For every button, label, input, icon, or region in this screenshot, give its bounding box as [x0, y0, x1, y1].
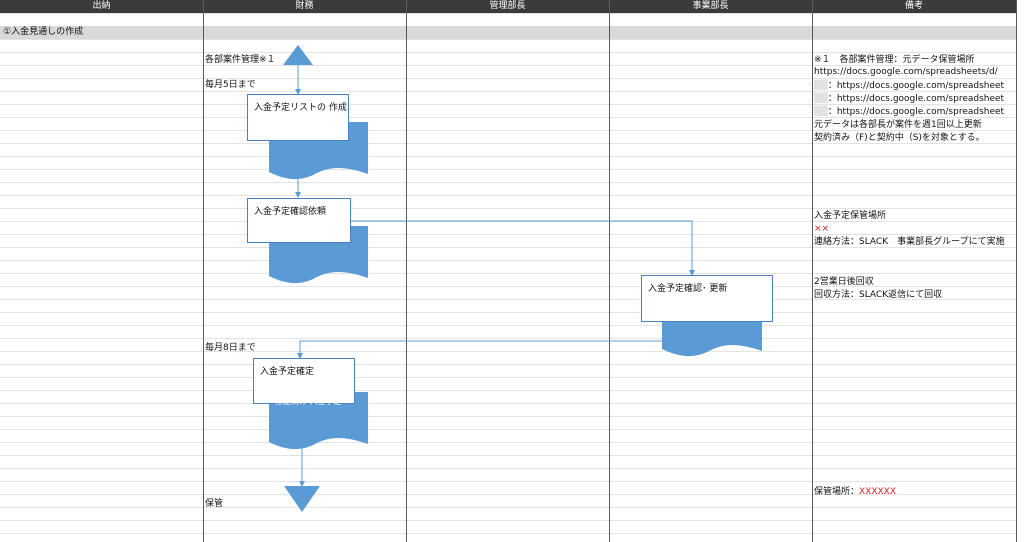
document-shape	[269, 392, 368, 450]
grid-row-line	[0, 169, 1016, 170]
note-text: 入金予定保管場所	[814, 211, 887, 221]
note-link-text: ：https://docs.google.com/spreadsheet	[827, 94, 1005, 104]
note-link-text: ：https://docs.google.com/spreadsheet	[827, 81, 1005, 91]
column-header-bar	[0, 0, 1016, 13]
note-storage: 保管場所：XXXXXX	[814, 486, 896, 498]
grid-row-line	[0, 468, 1016, 469]
deadline-label: 毎月8日まで	[205, 343, 256, 353]
grid-row-line	[0, 13, 1016, 14]
start-label: 各部案件管理※１	[205, 55, 276, 65]
column-header-finance[interactable]: 財務	[295, 1, 314, 11]
column-divider	[406, 0, 407, 542]
section-band	[0, 26, 1016, 39]
grid-row-line	[0, 364, 1016, 365]
grid-row-line	[0, 312, 1016, 313]
grid-row-line	[0, 286, 1016, 287]
column-header-notes[interactable]: 備考	[904, 1, 923, 11]
grid-row-line	[0, 351, 1016, 352]
note-text: 回収方法：SLACK返信にて回収	[814, 290, 943, 300]
process-box-division-confirm[interactable]: 入金予定確認･ 更新	[641, 275, 773, 322]
note-storage-label: 保管場所：	[814, 487, 860, 497]
column-divider	[812, 0, 813, 542]
deadline-label: 毎月5日まで	[205, 80, 256, 90]
grid-row-line	[0, 247, 1016, 248]
note-text: 元データは各部長が案件を週1回以上更新	[814, 120, 982, 130]
section-title[interactable]: ①入金見通しの作成	[3, 27, 84, 37]
grid-row-line	[0, 208, 1016, 209]
grid-row-line	[0, 377, 1016, 378]
grid-row-line	[0, 416, 1016, 417]
process-box-label: 入金予定確認依頼	[254, 207, 327, 217]
grid-row-line	[0, 299, 1016, 300]
column-header-admin-manager[interactable]: 管理部長	[489, 1, 526, 11]
grid-row-line	[0, 78, 1016, 79]
document-label: 入金予定リスト	[277, 233, 333, 242]
column-divider	[609, 0, 610, 542]
grid-row-line	[0, 39, 1016, 40]
grid-row-line	[0, 130, 1016, 131]
masked-text: ▒▒	[814, 107, 828, 117]
note-text: 2営業日後回収	[814, 277, 874, 287]
note-link[interactable]: ▒▒：https://docs.google.com/spreadsheet	[814, 93, 1004, 105]
grid-row-line	[0, 156, 1016, 157]
grid-row-line	[0, 455, 1016, 456]
grid-row-line	[0, 507, 1016, 508]
column-header-cashier[interactable]: 出納	[92, 1, 111, 11]
note-text: 連絡方法：SLACK 事業部長グループにて実施	[814, 237, 1005, 247]
document-label: 入金予定リスト	[277, 129, 333, 138]
grid-row-line	[0, 338, 1016, 339]
document-label: 修正済み 入金予定	[670, 306, 737, 315]
grid-row-line	[0, 65, 1016, 66]
column-divider	[203, 0, 204, 542]
grid-row-line	[0, 494, 1016, 495]
note-placeholder: ××	[814, 224, 830, 234]
grid-row-line	[0, 533, 1016, 534]
grid-row-line	[0, 260, 1016, 261]
note-storage-value: XXXXXX	[859, 487, 897, 497]
grid-row-line	[0, 442, 1016, 443]
end-label: 保管	[205, 499, 224, 509]
grid-row-line	[0, 104, 1016, 105]
note-link[interactable]: ▒▒：https://docs.google.com/spreadsheet	[814, 106, 1004, 118]
grid-row-line	[0, 195, 1016, 196]
process-box-create-list[interactable]: 入金予定リストの 作成	[247, 94, 349, 141]
grid-row-line	[0, 325, 1016, 326]
grid-row-line	[0, 481, 1016, 482]
process-box-finalize[interactable]: 入金予定確定	[253, 358, 355, 404]
end-triangle	[284, 486, 320, 512]
grid-row-line	[0, 117, 1016, 118]
start-triangle	[283, 45, 313, 65]
masked-text: ▒▒	[814, 81, 828, 91]
grid-row-line	[0, 390, 1016, 391]
column-divider	[1016, 0, 1017, 542]
grid-row-line	[0, 52, 1016, 53]
grid-row-line	[0, 234, 1016, 235]
note-text: 契約済み（F)と契約中（S)を対象とする。	[814, 133, 985, 143]
column-header-division-manager[interactable]: 事業部長	[692, 1, 729, 11]
note-link[interactable]: ▒▒：https://docs.google.com/spreadsheet	[814, 80, 1004, 92]
flow-arrow	[350, 220, 695, 276]
masked-text: ▒▒	[814, 94, 828, 104]
note-link-text: ：https://docs.google.com/spreadsheet	[827, 107, 1005, 117]
grid-row-line	[0, 520, 1016, 521]
grid-row-line	[0, 429, 1016, 430]
process-box-label: 入金予定リストの 作成	[254, 103, 347, 113]
process-box-label: 入金予定確認･ 更新	[648, 284, 728, 294]
grid-row-line	[0, 182, 1016, 183]
grid-row-line	[0, 91, 1016, 92]
note-link[interactable]: https://docs.google.com/spreadsheets/d/	[814, 67, 998, 77]
flow-arrow	[297, 340, 662, 359]
process-box-request-confirm[interactable]: 入金予定確認依頼	[247, 198, 351, 243]
grid-row-line	[0, 143, 1016, 144]
grid-row-line	[0, 403, 1016, 404]
note-text: ※１ 各部案件管理：元データ保管場所	[814, 55, 975, 65]
grid-row-line	[0, 273, 1016, 274]
process-box-label: 入金予定確定	[260, 367, 315, 377]
document-label: 修正済み 入金予定	[275, 397, 342, 406]
